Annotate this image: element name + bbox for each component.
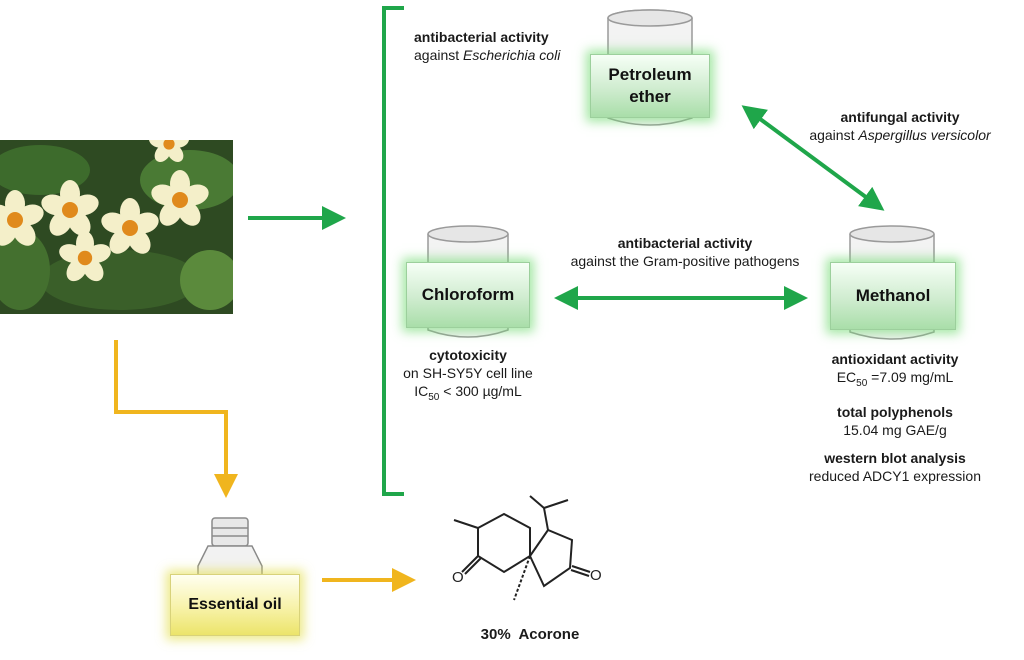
acorone-label: 30% Acorone <box>480 626 580 643</box>
methanol-results: antioxidant activity EC50 =7.09 mg/mL to… <box>790 350 1000 485</box>
svg-text:O: O <box>452 569 464 586</box>
pe-activity-title: antibacterial activity <box>414 29 549 45</box>
svg-text:O: O <box>590 567 602 584</box>
antiox-sub: 50 <box>856 377 868 389</box>
cyto-ic: IC <box>414 383 429 399</box>
cyto-sub: 50 <box>428 391 440 403</box>
cyto-value: < 300 µg/mL <box>439 383 522 399</box>
antifungal-activity: antifungal activity against Aspergillus … <box>790 108 1010 144</box>
gram-activity: antibacterial activity against the Gram-… <box>540 234 830 270</box>
methanol-box: Methanol <box>830 262 956 330</box>
poly-title: total polyphenols <box>837 403 953 420</box>
acorone-structure <box>453 495 591 601</box>
wb-title: western blot analysis <box>824 449 966 466</box>
cytotoxicity: cytotoxicity on SH-SY5Y cell line IC50 <… <box>378 346 558 407</box>
essential-oil-box: Essential oil <box>170 574 300 636</box>
petroleum-ether-box: Petroleum ether <box>590 54 710 118</box>
gram-title: antibacterial activity <box>617 235 753 251</box>
wb-value: reduced ADCY1 expression <box>809 467 981 484</box>
plant-photo <box>0 140 233 314</box>
antifungal-double-arrow <box>741 105 885 211</box>
chloroform-box: Chloroform <box>406 262 530 328</box>
antifungal-title: antifungal activity <box>840 109 960 125</box>
cyto-title: cytotoxicity <box>429 347 507 363</box>
antiox-value: =7.09 mg/mL <box>867 369 954 385</box>
distillation-arrow <box>114 340 238 498</box>
antiox-ec: EC <box>836 369 857 385</box>
pe-activity-organism: Escherichia coli <box>463 47 561 63</box>
pe-activity: antibacterial activity against Escherich… <box>414 28 560 64</box>
gram-detail: against the Gram-positive pathogens <box>570 253 800 269</box>
extract-bracket <box>382 6 404 496</box>
cyto-line1: on SH-SY5Y cell line <box>403 365 533 381</box>
antifungal-organism: Aspergillus versicolor <box>858 127 991 143</box>
pe-activity-prefix: against <box>414 47 464 63</box>
antiox-title: antioxidant activity <box>831 351 959 367</box>
antifungal-prefix: against <box>809 127 859 143</box>
poly-value: 15.04 mg GAE/g <box>843 421 947 438</box>
